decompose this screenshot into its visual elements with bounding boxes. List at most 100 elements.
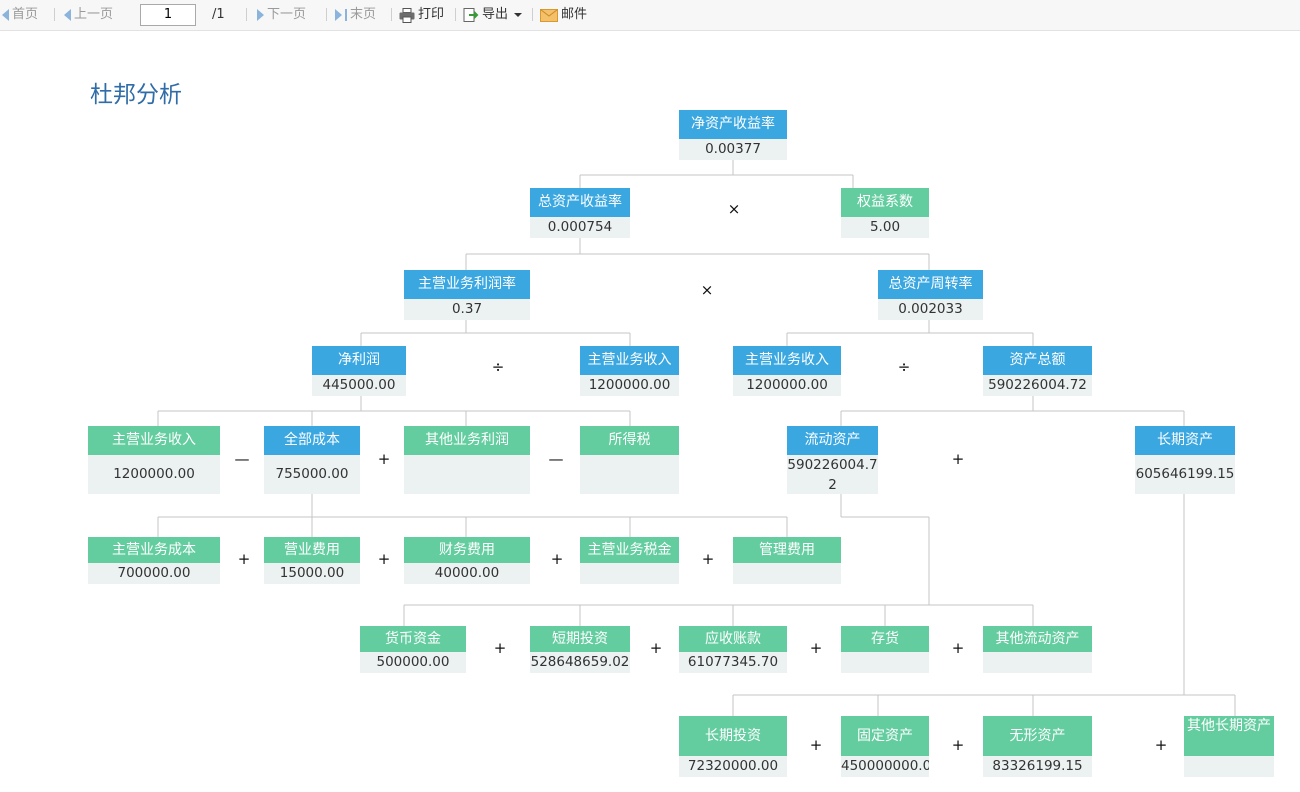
report-toolbar: 首页 上一页 /1 下一页 末页 打印 导出	[0, 0, 1300, 31]
node-equity-multiplier: 权益系数 5.00	[841, 188, 929, 238]
node-value: 83326199.15	[983, 756, 1092, 777]
node-inventory: 存货	[841, 626, 929, 673]
toolbar-divider	[455, 8, 456, 21]
node-label: 净资产收益率	[679, 110, 787, 139]
node-value: 5.00	[841, 217, 929, 238]
operator-divide: ÷	[897, 358, 911, 376]
operator-plus: +	[1154, 736, 1168, 754]
node-label: 主营业务利润率	[404, 270, 530, 299]
node-label: 主营业务收入	[580, 346, 679, 375]
node-total-assets: 资产总额 590226004.72	[983, 346, 1092, 396]
print-label: 打印	[418, 7, 445, 22]
node-value: 61077345.70	[679, 652, 787, 673]
node-label: 全部成本	[264, 426, 360, 455]
node-value: 1200000.00	[733, 375, 841, 396]
operator-plus: +	[809, 736, 823, 754]
export-button[interactable]: 导出	[463, 5, 523, 25]
node-label: 其他流动资产	[983, 626, 1092, 652]
toolbar-divider	[246, 8, 247, 21]
node-label: 主营业务收入	[733, 346, 841, 375]
first-page-icon	[2, 9, 9, 21]
node-main-revenue: 主营业务收入 1200000.00	[88, 426, 220, 494]
node-label: 管理费用	[733, 537, 841, 563]
operator-plus: +	[649, 639, 663, 657]
node-label: 流动资产	[787, 426, 878, 455]
chevron-down-icon	[514, 13, 523, 17]
node-value: 755000.00	[264, 455, 360, 494]
last-page-button[interactable]: 末页	[335, 5, 376, 25]
toolbar-divider	[532, 8, 533, 21]
mail-label: 邮件	[561, 7, 588, 22]
node-label: 存货	[841, 626, 929, 652]
node-cash: 货币资金 500000.00	[360, 626, 466, 673]
node-label: 财务费用	[404, 537, 530, 563]
node-label: 资产总额	[983, 346, 1092, 375]
operator-plus: +	[701, 550, 715, 568]
page-title: 杜邦分析	[90, 82, 182, 108]
node-label: 总资产周转率	[878, 270, 983, 299]
node-other-profit: 其他业务利润	[404, 426, 530, 494]
node-label: 货币资金	[360, 626, 466, 652]
node-value	[404, 455, 530, 494]
node-label: 其他业务利润	[404, 426, 530, 455]
node-value: 590226004.72	[983, 375, 1092, 396]
next-page-button[interactable]: 下一页	[257, 5, 306, 25]
node-value: 445000.00	[312, 375, 406, 396]
node-value: 590226004.72	[787, 455, 878, 494]
node-label: 短期投资	[530, 626, 630, 652]
node-main-revenue: 主营业务收入 1200000.00	[580, 346, 679, 396]
operator-plus: +	[377, 450, 391, 468]
node-fixed-assets: 固定资产 450000000.0	[841, 716, 929, 777]
export-icon	[463, 8, 479, 22]
node-operating-expense: 营业费用 15000.00	[264, 537, 360, 584]
node-value	[580, 563, 679, 584]
node-roa: 总资产收益率 0.000754	[530, 188, 630, 238]
toolbar-divider	[54, 8, 55, 21]
operator-divide: ÷	[491, 358, 505, 376]
print-button[interactable]: 打印	[399, 5, 444, 25]
node-label: 总资产收益率	[530, 188, 630, 217]
node-net-profit: 净利润 445000.00	[312, 346, 406, 396]
node-intangible-assets: 无形资产 83326199.15	[983, 716, 1092, 777]
operator-plus: +	[951, 450, 965, 468]
operator-plus: +	[377, 550, 391, 568]
operator-times: ×	[727, 200, 741, 218]
node-label: 营业费用	[264, 537, 360, 563]
toolbar-divider	[391, 8, 392, 21]
node-long-term-assets: 长期资产 605646199.15	[1135, 426, 1235, 494]
operator-plus: +	[951, 736, 965, 754]
node-label: 主营业务成本	[88, 537, 220, 563]
node-value: 605646199.15	[1135, 455, 1235, 494]
node-value: 1200000.00	[580, 375, 679, 396]
node-asset-turnover: 总资产周转率 0.002033	[878, 270, 983, 320]
node-income-tax: 所得税	[580, 426, 679, 494]
node-value: 450000000.0	[841, 756, 929, 777]
mail-button[interactable]: 邮件	[540, 5, 587, 25]
node-label: 主营业务税金	[580, 537, 679, 563]
node-label: 固定资产	[841, 716, 929, 756]
node-label: 净利润	[312, 346, 406, 375]
node-value: 72320000.00	[679, 756, 787, 777]
node-label: 主营业务收入	[88, 426, 220, 455]
node-main-tax: 主营业务税金	[580, 537, 679, 584]
node-value: 0.000754	[530, 217, 630, 238]
node-value: 40000.00	[404, 563, 530, 584]
node-label: 长期资产	[1135, 426, 1235, 455]
node-short-investment: 短期投资 528648659.02	[530, 626, 630, 673]
node-value	[1184, 756, 1274, 777]
node-value: 0.00377	[679, 139, 787, 160]
prev-page-button[interactable]: 上一页	[64, 5, 113, 25]
next-page-label: 下一页	[267, 7, 307, 22]
node-label: 其他长期资产	[1184, 716, 1274, 756]
operator-plus: +	[809, 639, 823, 657]
page-number-input[interactable]	[140, 4, 196, 26]
first-page-button[interactable]: 首页	[2, 5, 38, 25]
last-page-icon	[335, 9, 342, 21]
next-page-icon	[257, 9, 264, 21]
operator-plus: +	[493, 639, 507, 657]
node-label: 权益系数	[841, 188, 929, 217]
page-total: /1	[212, 5, 225, 25]
operator-plus: +	[237, 550, 251, 568]
node-long-investment: 长期投资 72320000.00	[679, 716, 787, 777]
